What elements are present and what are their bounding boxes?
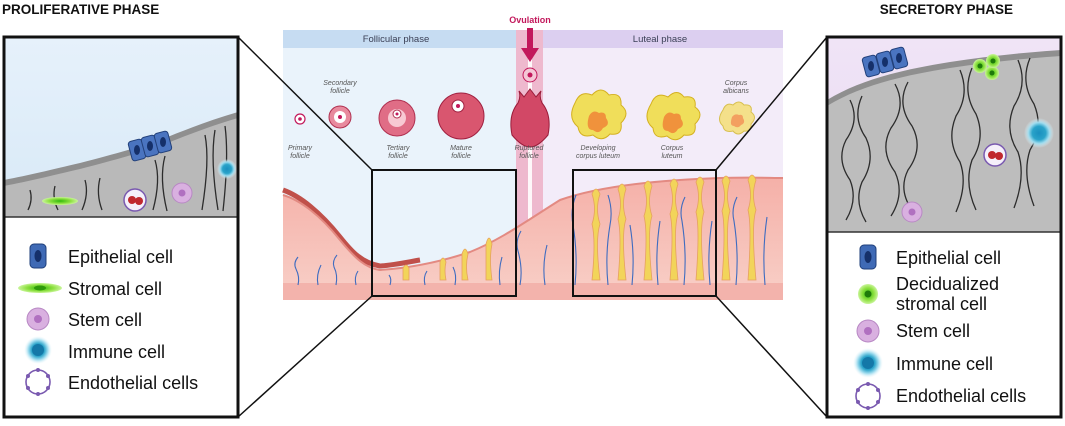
luteal-phase-label: Luteal phase bbox=[633, 34, 687, 45]
proliferative-phase-title: PROLIFERATIVE PHASE bbox=[2, 2, 159, 17]
legend-label-immune-secretory: Immune cell bbox=[896, 354, 993, 374]
decidualized-stromal-cell-icon bbox=[858, 284, 878, 304]
zoom-connectors bbox=[237, 36, 828, 418]
legend-label-epithelial: Epithelial cell bbox=[68, 247, 173, 267]
corpus-luteum bbox=[646, 92, 701, 141]
label-corpus-albicans-1: Corpus bbox=[725, 80, 748, 87]
secretory-zoom-box bbox=[572, 169, 717, 297]
legend-label-stromal: Stromal cell bbox=[68, 279, 162, 299]
legend-label-immune: Immune cell bbox=[68, 342, 165, 362]
label-corpus-luteum-1: Corpus bbox=[661, 145, 684, 152]
stem-cell-icon bbox=[856, 319, 880, 343]
label-secondary-follicle-1: Secondary bbox=[323, 80, 357, 87]
endometrium-tissue bbox=[282, 174, 784, 300]
label-mature-follicle-2: follicle bbox=[451, 153, 471, 160]
epithelial-cluster-secretory bbox=[861, 46, 909, 78]
secondary-follicle bbox=[328, 105, 352, 129]
label-ruptured-follicle-2: follicle bbox=[519, 153, 539, 160]
legend-label-decidualized-line2: stromal cell bbox=[896, 294, 987, 314]
legend-label-endothelial: Endothelial cells bbox=[68, 373, 198, 393]
ovulation-label: Ovulation bbox=[509, 15, 551, 25]
label-primary-follicle-1: Primary bbox=[288, 145, 313, 152]
epithelial-cluster bbox=[127, 130, 173, 162]
label-corpus-luteum-2: luteum bbox=[661, 153, 682, 160]
follicular-phase-label: Follicular phase bbox=[363, 34, 430, 45]
legend-label-stem-secretory: Stem cell bbox=[896, 321, 970, 341]
corpus-albicans bbox=[719, 101, 755, 135]
secretory-legend: Epithelial cell Decidualized stromal cel… bbox=[853, 244, 1026, 410]
immune-cell-icon bbox=[853, 348, 883, 378]
immune-cell-icon bbox=[24, 336, 52, 364]
secretory-panel bbox=[825, 35, 1063, 419]
label-primary-follicle-2: follicle bbox=[290, 153, 310, 160]
primary-follicle bbox=[294, 113, 306, 125]
secretory-phase-title: SECRETORY PHASE bbox=[880, 2, 1013, 17]
legend-label-decidualized-line1: Decidualized bbox=[896, 274, 999, 294]
label-developing-corpus-luteum-1: Developing bbox=[580, 145, 615, 152]
label-corpus-albicans-2: albicans bbox=[723, 88, 749, 95]
legend-label-endothelial-secretory: Endothelial cells bbox=[896, 386, 1026, 406]
proliferative-legend: Epithelial cell Stromal cell Stem cell I… bbox=[18, 243, 198, 396]
stage-labels: Primary follicle Secondary follicle Tert… bbox=[288, 80, 749, 160]
epithelial-cell-icon bbox=[29, 243, 47, 269]
label-tertiary-follicle-2: follicle bbox=[388, 153, 408, 160]
ovulation-arrow-icon bbox=[521, 28, 539, 62]
label-tertiary-follicle-1: Tertiary bbox=[386, 145, 410, 152]
endothelial-cell-icon bbox=[855, 382, 881, 410]
proliferative-zoom-box bbox=[371, 169, 517, 297]
mature-follicle bbox=[437, 92, 485, 140]
epithelial-cell-icon bbox=[859, 244, 877, 270]
label-secondary-follicle-2: follicle bbox=[330, 88, 350, 95]
follicular-phase-band bbox=[283, 30, 516, 48]
ruptured-follicle bbox=[510, 88, 550, 148]
label-developing-corpus-luteum-2: corpus luteum bbox=[576, 153, 620, 160]
label-ruptured-follicle-1: Ruptured bbox=[515, 145, 545, 152]
stem-cell-icon bbox=[26, 307, 50, 331]
luteal-phase-band bbox=[543, 30, 783, 48]
legend-label-stem: Stem cell bbox=[68, 310, 142, 330]
stromal-cell-icon bbox=[18, 283, 62, 293]
center-cycle: Follicular phase Luteal phase Ovulation bbox=[282, 15, 784, 300]
label-mature-follicle-1: Mature bbox=[450, 145, 472, 152]
developing-corpus-luteum bbox=[571, 89, 627, 140]
endothelial-cell-icon bbox=[25, 368, 51, 396]
legend-label-epithelial-secretory: Epithelial cell bbox=[896, 248, 1001, 268]
tertiary-follicle bbox=[378, 99, 416, 137]
